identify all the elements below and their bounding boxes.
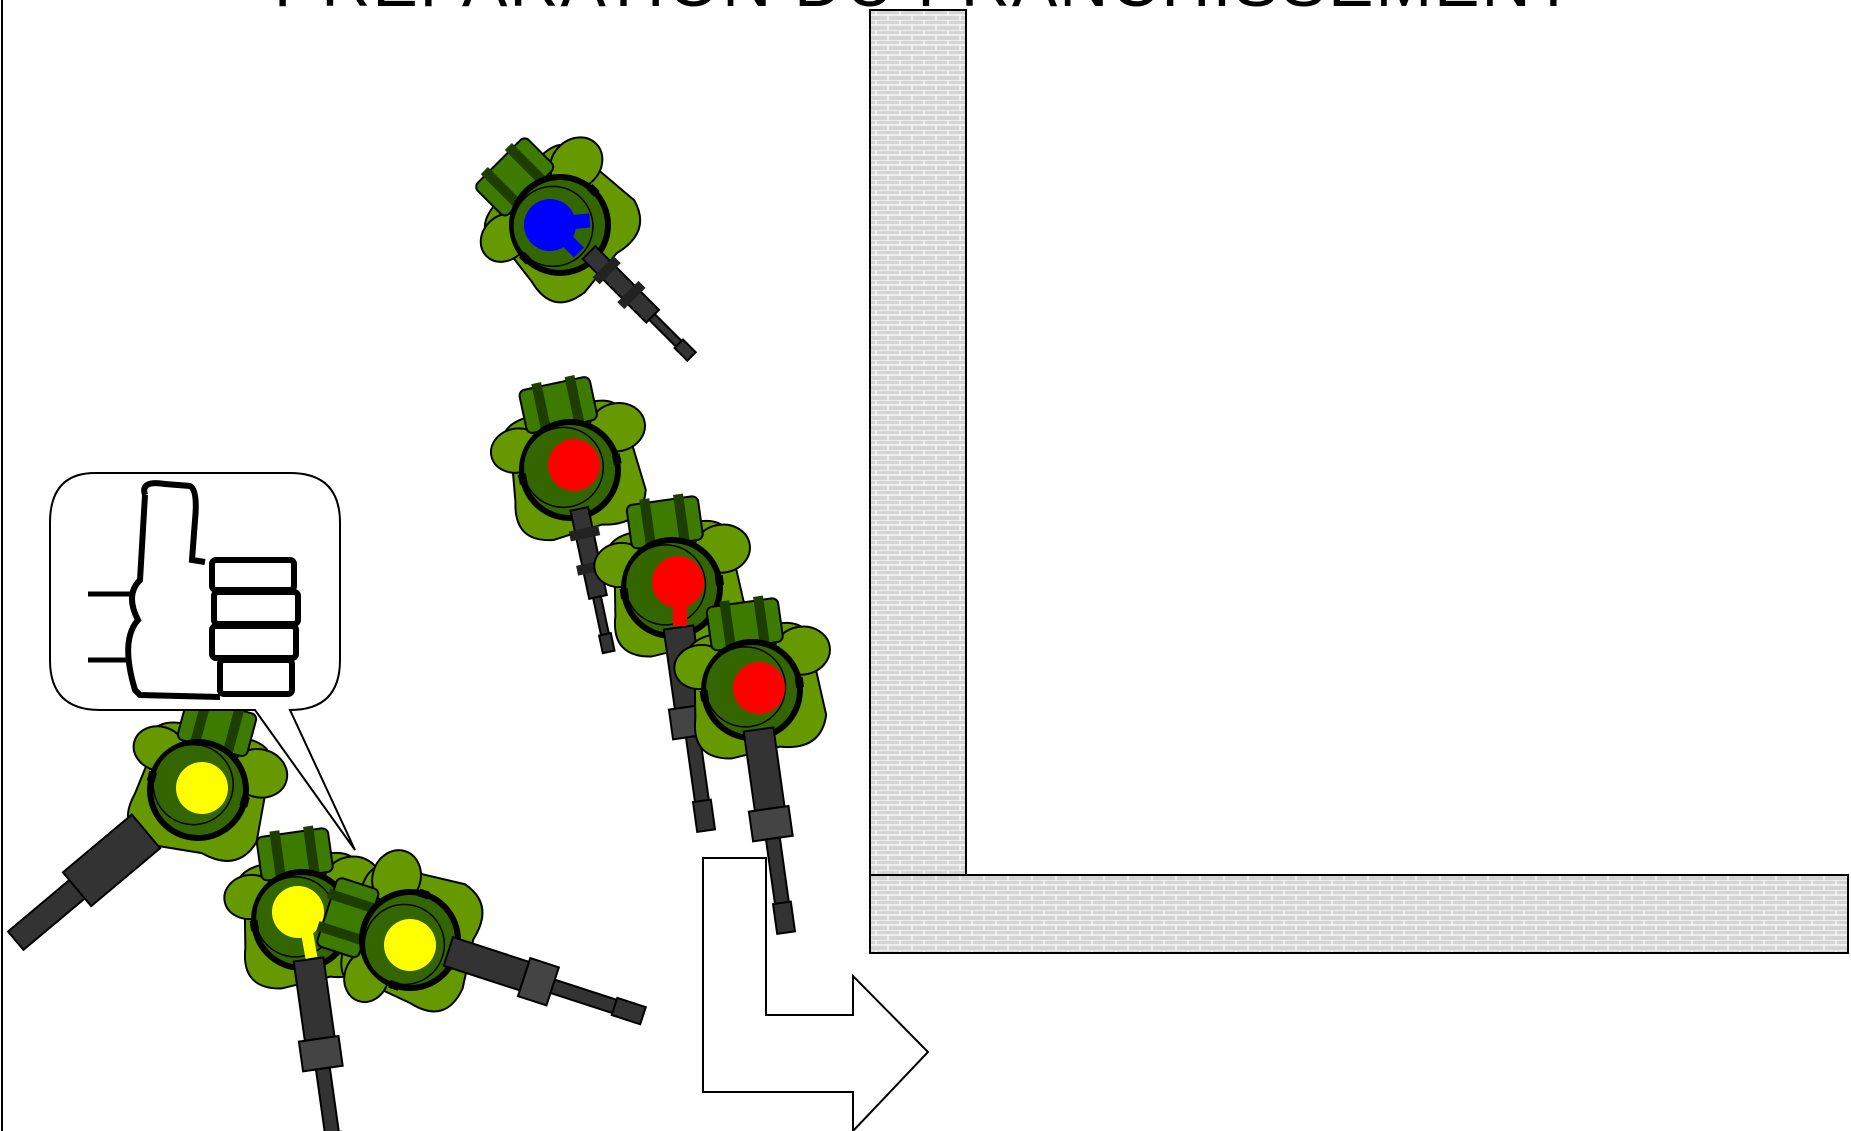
assault-marker-1 bbox=[548, 439, 600, 491]
support-marker-3 bbox=[384, 919, 436, 971]
wall-horizontal bbox=[870, 875, 1848, 953]
leader-soldier bbox=[443, 101, 751, 409]
brick-wall-icon bbox=[870, 10, 1848, 953]
support-marker-1 bbox=[176, 762, 228, 814]
wall-vertical bbox=[870, 10, 966, 875]
assault-marker-3 bbox=[733, 662, 785, 714]
rocket-launcher bbox=[2, 815, 161, 958]
